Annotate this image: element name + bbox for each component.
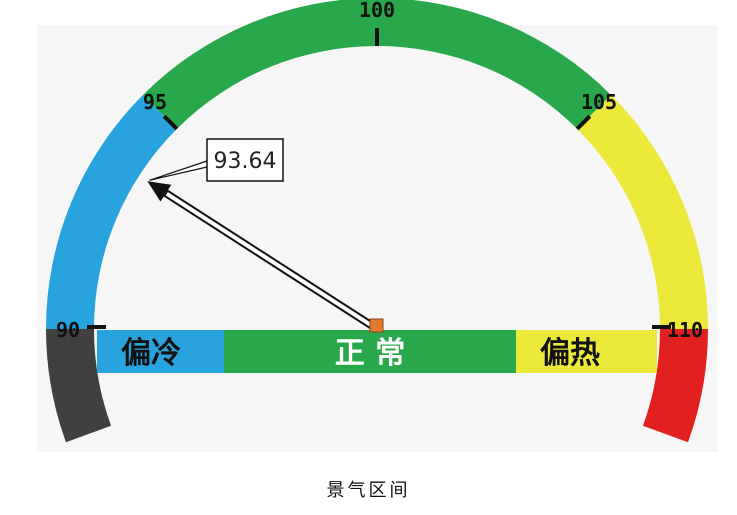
gauge-bands xyxy=(46,0,708,443)
tick-mark-105 xyxy=(575,114,592,131)
tick-label-100: 100 xyxy=(359,0,395,22)
zone-block-1 xyxy=(224,330,516,373)
gauge-needle: 93.64 xyxy=(147,138,384,333)
gauge-ticks: 90 95 100 105 110 xyxy=(56,0,703,342)
chart-title: 景气区间 xyxy=(326,480,411,501)
needle-shaft xyxy=(162,189,381,333)
value-label: 93.64 xyxy=(214,149,277,174)
zone-block-2 xyxy=(516,330,657,373)
value-callout-box xyxy=(206,138,284,182)
tick-label-105: 105 xyxy=(581,90,617,114)
band-above-max xyxy=(642,329,708,443)
tick-label-90: 90 xyxy=(56,318,80,342)
gauge-band-1 xyxy=(142,0,612,129)
zone-label-1: 正 常 xyxy=(335,336,405,371)
needle-head xyxy=(147,181,172,202)
zone-bar: 偏冷 正 常 偏热 xyxy=(97,330,657,373)
band-below-min xyxy=(46,329,112,443)
value-callout-pointer xyxy=(149,160,208,181)
tick-label-110: 110 xyxy=(667,318,703,342)
gauge-band-2 xyxy=(577,94,708,329)
needle-pivot xyxy=(369,318,384,333)
zone-block-0 xyxy=(97,330,224,373)
zone-label-2: 偏热 xyxy=(540,336,600,371)
tick-label-95: 95 xyxy=(143,90,167,114)
zone-label-0: 偏冷 xyxy=(121,336,181,371)
tick-mark-95 xyxy=(162,114,179,131)
gauge-band-0 xyxy=(46,94,177,329)
